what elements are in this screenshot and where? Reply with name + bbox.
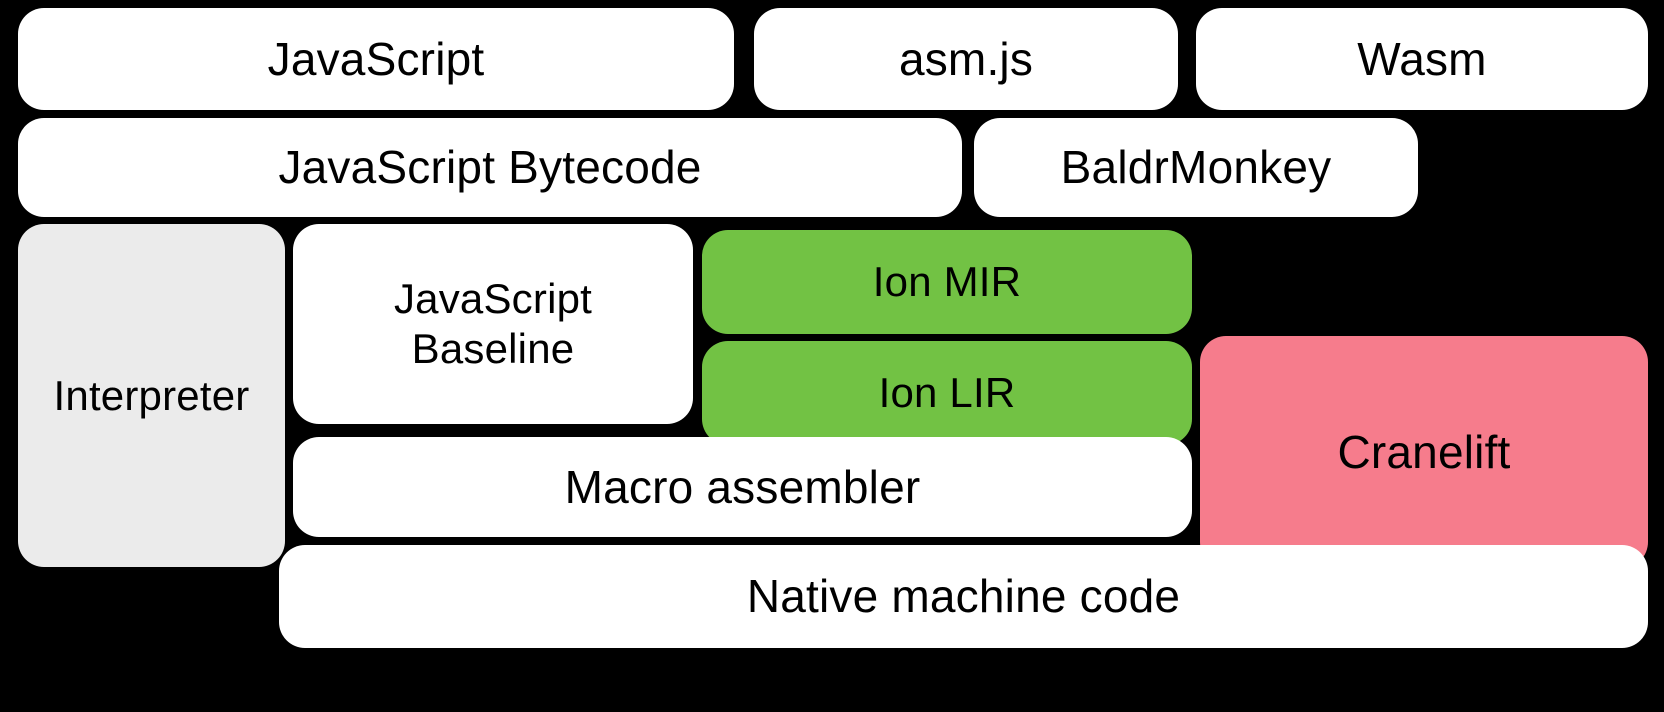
- node-javascript-bytecode[interactable]: JavaScript Bytecode: [18, 118, 962, 217]
- node-ion-lir-label: Ion LIR: [878, 369, 1016, 417]
- node-ion-mir[interactable]: Ion MIR: [702, 230, 1192, 334]
- node-baldrmonkey[interactable]: BaldrMonkey: [974, 118, 1418, 217]
- node-ion-mir-label: Ion MIR: [872, 258, 1022, 306]
- node-native-machine-code[interactable]: Native machine code: [279, 545, 1648, 648]
- node-native-machine-code-label: Native machine code: [746, 570, 1181, 623]
- node-cranelift[interactable]: Cranelift: [1200, 336, 1648, 568]
- node-javascript[interactable]: JavaScript: [18, 8, 734, 110]
- node-wasm[interactable]: Wasm: [1196, 8, 1648, 110]
- node-asm-js-label: asm.js: [898, 32, 1034, 85]
- node-macro-assembler[interactable]: Macro assembler: [293, 437, 1192, 537]
- node-interpreter-label: Interpreter: [53, 371, 250, 419]
- node-asm-js[interactable]: asm.js: [754, 8, 1178, 110]
- node-javascript-baseline-label: JavaScript Baseline: [393, 275, 593, 372]
- node-ion-lir[interactable]: Ion LIR: [702, 341, 1192, 445]
- node-macro-assembler-label: Macro assembler: [564, 460, 921, 513]
- node-javascript-label: JavaScript: [267, 32, 485, 85]
- node-baldrmonkey-label: BaldrMonkey: [1060, 141, 1332, 194]
- node-cranelift-label: Cranelift: [1337, 425, 1511, 478]
- node-interpreter[interactable]: Interpreter: [18, 224, 285, 567]
- node-wasm-label: Wasm: [1357, 32, 1487, 85]
- node-javascript-baseline[interactable]: JavaScript Baseline: [293, 224, 693, 424]
- node-javascript-bytecode-label: JavaScript Bytecode: [278, 141, 702, 194]
